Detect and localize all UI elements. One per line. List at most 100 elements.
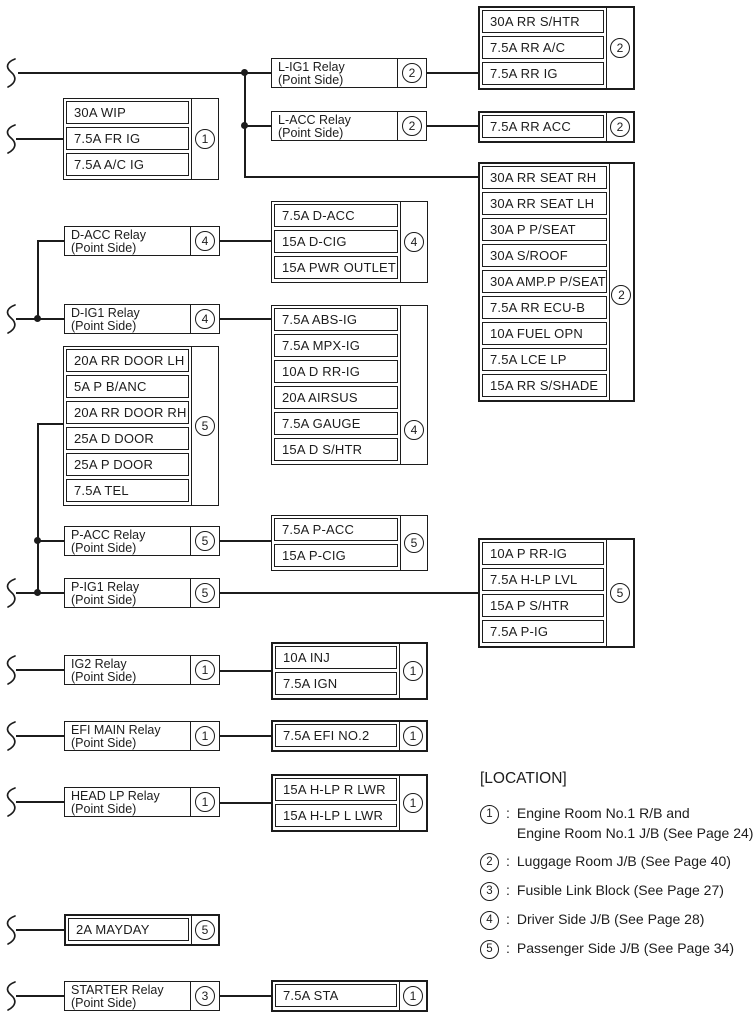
fuse-label: 30A RR SEAT LH	[490, 196, 595, 211]
fuse-row: 30A WIP	[66, 101, 189, 124]
fusebox-doors: 20A RR DOOR LH 5A P B/ANC 20A RR DOOR RH…	[63, 346, 219, 506]
location-badge: 3	[195, 986, 215, 1006]
legend-text: Passenger Side J/B (See Page 34)	[517, 939, 734, 959]
location-number-cell: 2	[608, 164, 633, 400]
wire-break-icon	[6, 915, 16, 945]
location-badge: 2	[402, 116, 422, 136]
wire	[37, 540, 64, 542]
legend-text: Luggage Room J/B (See Page 40)	[517, 852, 731, 872]
legend-separator: :	[506, 882, 510, 898]
location-number-cell: 2	[606, 8, 633, 88]
location-number-cell: 1	[191, 99, 218, 179]
fuse-label: 15A D S/HTR	[282, 442, 363, 457]
wire	[427, 72, 478, 74]
location-badge: 1	[403, 986, 423, 1006]
wire-break-icon	[6, 787, 16, 817]
fuse-rows: 7.5A RR ACC	[480, 113, 606, 141]
fuse-label: 7.5A P-IG	[490, 624, 549, 639]
relay-box-d-ig1: D-IG1 Relay(Point Side) 4	[64, 304, 220, 334]
wire	[220, 995, 272, 997]
legend-line: Fusible Link Block (See Page 27)	[516, 882, 724, 898]
fuse-label: 10A P RR-IG	[490, 546, 568, 561]
wire	[16, 735, 64, 737]
legend-line: Luggage Room J/B (See Page 40)	[516, 853, 731, 869]
fuse-row: 7.5A P-ACC	[274, 518, 398, 541]
fusebox-headlamp-lwr: 15A H-LP R LWR 15A H-LP L LWR 1	[271, 774, 428, 832]
fuse-label: 7.5A LCE LP	[490, 352, 567, 367]
fuse-label: 7.5A EFI NO.2	[283, 728, 370, 743]
fuse-rows: 7.5A D-ACC 15A D-CIG 15A PWR OUTLET	[272, 202, 400, 282]
relay-box-head-lp: HEAD LP Relay(Point Side) 1	[64, 787, 220, 817]
wire	[37, 240, 64, 242]
wire	[245, 125, 271, 127]
wire	[18, 72, 271, 74]
legend-separator: :	[506, 911, 510, 927]
fuse-label: 15A P-CIG	[282, 548, 346, 563]
legend-separator: :	[506, 805, 510, 821]
fuse-label: 7.5A D-ACC	[282, 208, 355, 223]
wire-break-icon	[6, 721, 16, 751]
fuse-label: 7.5A IGN	[283, 676, 338, 691]
fuse-row: 7.5A STA	[275, 984, 397, 1007]
location-badge: 2	[611, 284, 632, 305]
wire	[220, 592, 478, 594]
location-badge: 1	[403, 793, 423, 813]
wire-break-icon	[6, 124, 16, 154]
fuse-row: 10A FUEL OPN	[482, 322, 607, 345]
fuse-label: 10A D RR-IG	[282, 364, 361, 379]
location-badge: 5	[404, 533, 424, 553]
wire-junction-dot	[241, 122, 248, 129]
location-number-cell: 5	[191, 347, 218, 505]
relay-name: P-IG1 Relay	[71, 579, 140, 594]
location-number-cell: 2	[397, 59, 426, 87]
fuse-row: 30A RR SEAT LH	[482, 192, 607, 215]
relay-sub: (Point Side)	[71, 801, 137, 816]
location-number-cell: 1	[190, 722, 219, 750]
fuse-rows: 7.5A STA	[273, 982, 399, 1010]
relay-sub: (Point Side)	[71, 995, 137, 1010]
fuse-row: 7.5A RR ACC	[482, 115, 604, 138]
location-number-cell: 5	[190, 527, 219, 555]
wire	[220, 540, 271, 542]
fuse-row: 7.5A RR IG	[482, 62, 604, 85]
location-badge: 5	[195, 583, 215, 603]
fuse-label: 7.5A RR IG	[490, 66, 558, 81]
fuse-row: 15A P-CIG	[274, 544, 398, 567]
relay-sub: (Point Side)	[278, 72, 344, 87]
fuse-rows: 7.5A P-ACC 15A P-CIG	[272, 516, 400, 570]
fusebox-p-rr-ig: 10A P RR-IG 7.5A H-LP LVL 15A P S/HTR 7.…	[478, 538, 635, 648]
fuse-label: 30A RR S/HTR	[490, 14, 580, 29]
fuse-row: 2A MAYDAY	[68, 918, 189, 941]
fuse-rows: 7.5A EFI NO.2	[273, 722, 399, 750]
fusebox-luggage-room: 30A RR SEAT RH 30A RR SEAT LH 30A P P/SE…	[478, 162, 635, 402]
location-badge: 5	[195, 416, 215, 436]
fuse-row: 15A H-LP L LWR	[275, 804, 397, 827]
fuse-row: 7.5A IGN	[275, 672, 397, 695]
legend-text: Fusible Link Block (See Page 27)	[517, 881, 724, 901]
fusebox-d-acc: 7.5A D-ACC 15A D-CIG 15A PWR OUTLET 4	[271, 201, 428, 283]
fuse-label: 5A P B/ANC	[74, 379, 147, 394]
location-number-cell: 1	[399, 644, 426, 698]
relay-box-efi-main: EFI MAIN Relay(Point Side) 1	[64, 721, 220, 751]
wire-junction-dot	[241, 69, 248, 76]
wire	[220, 240, 271, 242]
location-badge: 3	[480, 882, 499, 901]
location-number-cell: 2	[397, 112, 426, 140]
location-badge: 4	[404, 420, 424, 440]
fuse-label: 15A D-CIG	[282, 234, 347, 249]
wire	[220, 802, 272, 804]
fuse-label: 10A FUEL OPN	[490, 326, 583, 341]
location-badge: 4	[480, 911, 499, 930]
relay-sub: (Point Side)	[71, 540, 137, 555]
relay-label: P-IG1 Relay(Point Side)	[65, 579, 190, 607]
relay-name: EFI MAIN Relay	[71, 722, 161, 737]
fuse-rows: 15A H-LP R LWR 15A H-LP L LWR	[273, 776, 399, 830]
legend-item: 5 : Passenger Side J/B (See Page 34)	[480, 939, 755, 959]
fuse-row: 7.5A GAUGE	[274, 412, 398, 435]
fuse-label: 15A H-LP L LWR	[283, 808, 384, 823]
fuse-row: 15A RR S/SHADE	[482, 374, 607, 397]
fusebox-inj-ign: 10A INJ 7.5A IGN 1	[271, 642, 428, 700]
fuse-label: 7.5A ABS-IG	[282, 312, 358, 327]
fusebox-efi-no2: 7.5A EFI NO.2 1	[271, 720, 428, 752]
